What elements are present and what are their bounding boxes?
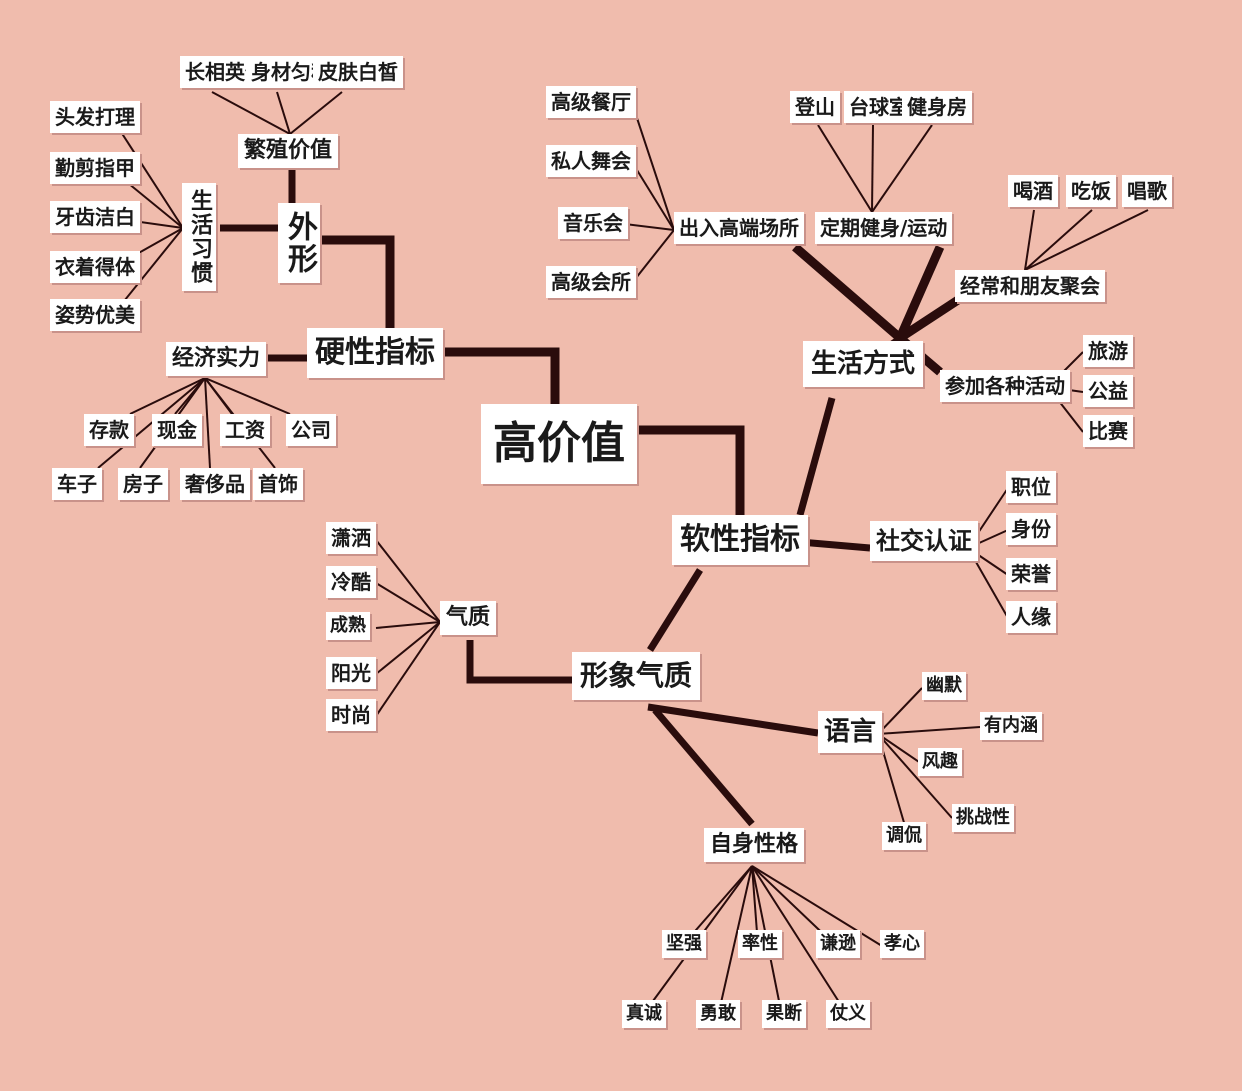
economy-item: 奢侈品	[180, 468, 250, 500]
social-proof-node: 社交认证	[870, 521, 978, 561]
appearance-node: 外形	[278, 203, 320, 283]
personality-item: 谦逊	[816, 930, 860, 958]
personality-item: 果断	[762, 1000, 806, 1028]
venues-item: 音乐会	[558, 207, 628, 239]
temperament-node: 气质	[440, 601, 497, 635]
activities-item: 旅游	[1083, 335, 1133, 367]
economy-item: 车子	[52, 468, 102, 500]
temperament-item: 冷酷	[326, 566, 376, 598]
personality-item: 真诚	[622, 1000, 666, 1028]
soft-indicators-node: 软性指标	[672, 515, 808, 565]
habits-item: 牙齿洁白	[50, 201, 140, 233]
venues-item: 高级会所	[546, 266, 636, 298]
economy-item: 首饰	[253, 468, 303, 500]
activities-node: 参加各种活动	[940, 370, 1070, 402]
language-node: 语言	[818, 711, 883, 753]
fitness-node: 定期健身/运动	[815, 212, 953, 244]
fitness-item: 登山	[790, 91, 840, 123]
economy-item: 公司	[286, 414, 336, 446]
economy-item: 房子	[118, 468, 168, 500]
friends-item: 唱歌	[1122, 175, 1172, 207]
link-hub-friends	[897, 296, 961, 342]
personality-item: 仗义	[826, 1000, 870, 1028]
link-soft-social	[799, 538, 871, 552]
language-item: 幽默	[922, 672, 966, 700]
hard-indicators-node: 硬性指标	[307, 328, 443, 378]
language-item: 风趣	[918, 748, 962, 776]
link-root-hard	[420, 347, 560, 408]
friends-node: 经常和朋友聚会	[955, 270, 1105, 302]
friends-item: 吃饭	[1066, 175, 1116, 207]
reproduction-item: 皮肤白皙	[313, 56, 403, 88]
personality-item: 率性	[738, 930, 782, 958]
language-item: 调侃	[882, 822, 926, 850]
reproduction-value-node: 繁殖价值	[238, 134, 339, 168]
fitness-item: 健身房	[902, 91, 972, 123]
temperament-item: 潇洒	[326, 522, 376, 554]
link-root-soft	[612, 425, 745, 515]
social-item: 人缘	[1006, 601, 1056, 633]
temperament-item: 成熟	[326, 612, 370, 640]
economy-item: 存款	[84, 414, 134, 446]
habits-item: 衣着得体	[50, 251, 140, 283]
link-hard-appearance	[318, 235, 395, 328]
link-soft-image	[647, 568, 703, 652]
link-image-temperament	[466, 640, 572, 684]
link-hub-venues	[792, 243, 903, 342]
image-temperament-node: 形象气质	[572, 652, 701, 700]
temperament-item: 时尚	[326, 699, 376, 731]
link-soft-lifestyle	[796, 397, 836, 516]
economy-item: 现金	[152, 414, 202, 446]
habits-item: 头发打理	[50, 101, 140, 133]
activities-item: 公益	[1083, 375, 1133, 407]
personality-item: 坚强	[662, 930, 706, 958]
personality-item: 勇敢	[696, 1000, 740, 1028]
root-node: 高价值	[481, 404, 637, 484]
temperament-item: 阳光	[326, 657, 376, 689]
friends-item: 喝酒	[1008, 175, 1058, 207]
link-image-personality	[652, 707, 755, 827]
habits-item: 勤剪指甲	[50, 152, 140, 184]
economy-item: 工资	[220, 414, 270, 446]
personality-item: 孝心	[880, 930, 924, 958]
language-item: 有内涵	[980, 712, 1042, 740]
link-image-language	[647, 703, 819, 737]
link-hub-fitness	[895, 245, 945, 340]
social-item: 职位	[1006, 471, 1056, 503]
habits-node: 生活习惯	[182, 183, 216, 291]
habits-item: 姿势优美	[50, 299, 140, 331]
economic-strength-node: 经济实力	[166, 342, 267, 376]
language-item: 挑战性	[952, 804, 1014, 832]
social-item: 荣誉	[1006, 558, 1056, 590]
activities-item: 比赛	[1083, 415, 1133, 447]
venues-item: 私人舞会	[546, 145, 636, 177]
lifestyle-node: 生活方式	[803, 341, 924, 387]
venues-item: 高级餐厅	[546, 86, 636, 118]
personality-node: 自身性格	[704, 828, 805, 862]
social-item: 身份	[1006, 513, 1056, 545]
venues-node: 出入高端场所	[674, 212, 804, 244]
